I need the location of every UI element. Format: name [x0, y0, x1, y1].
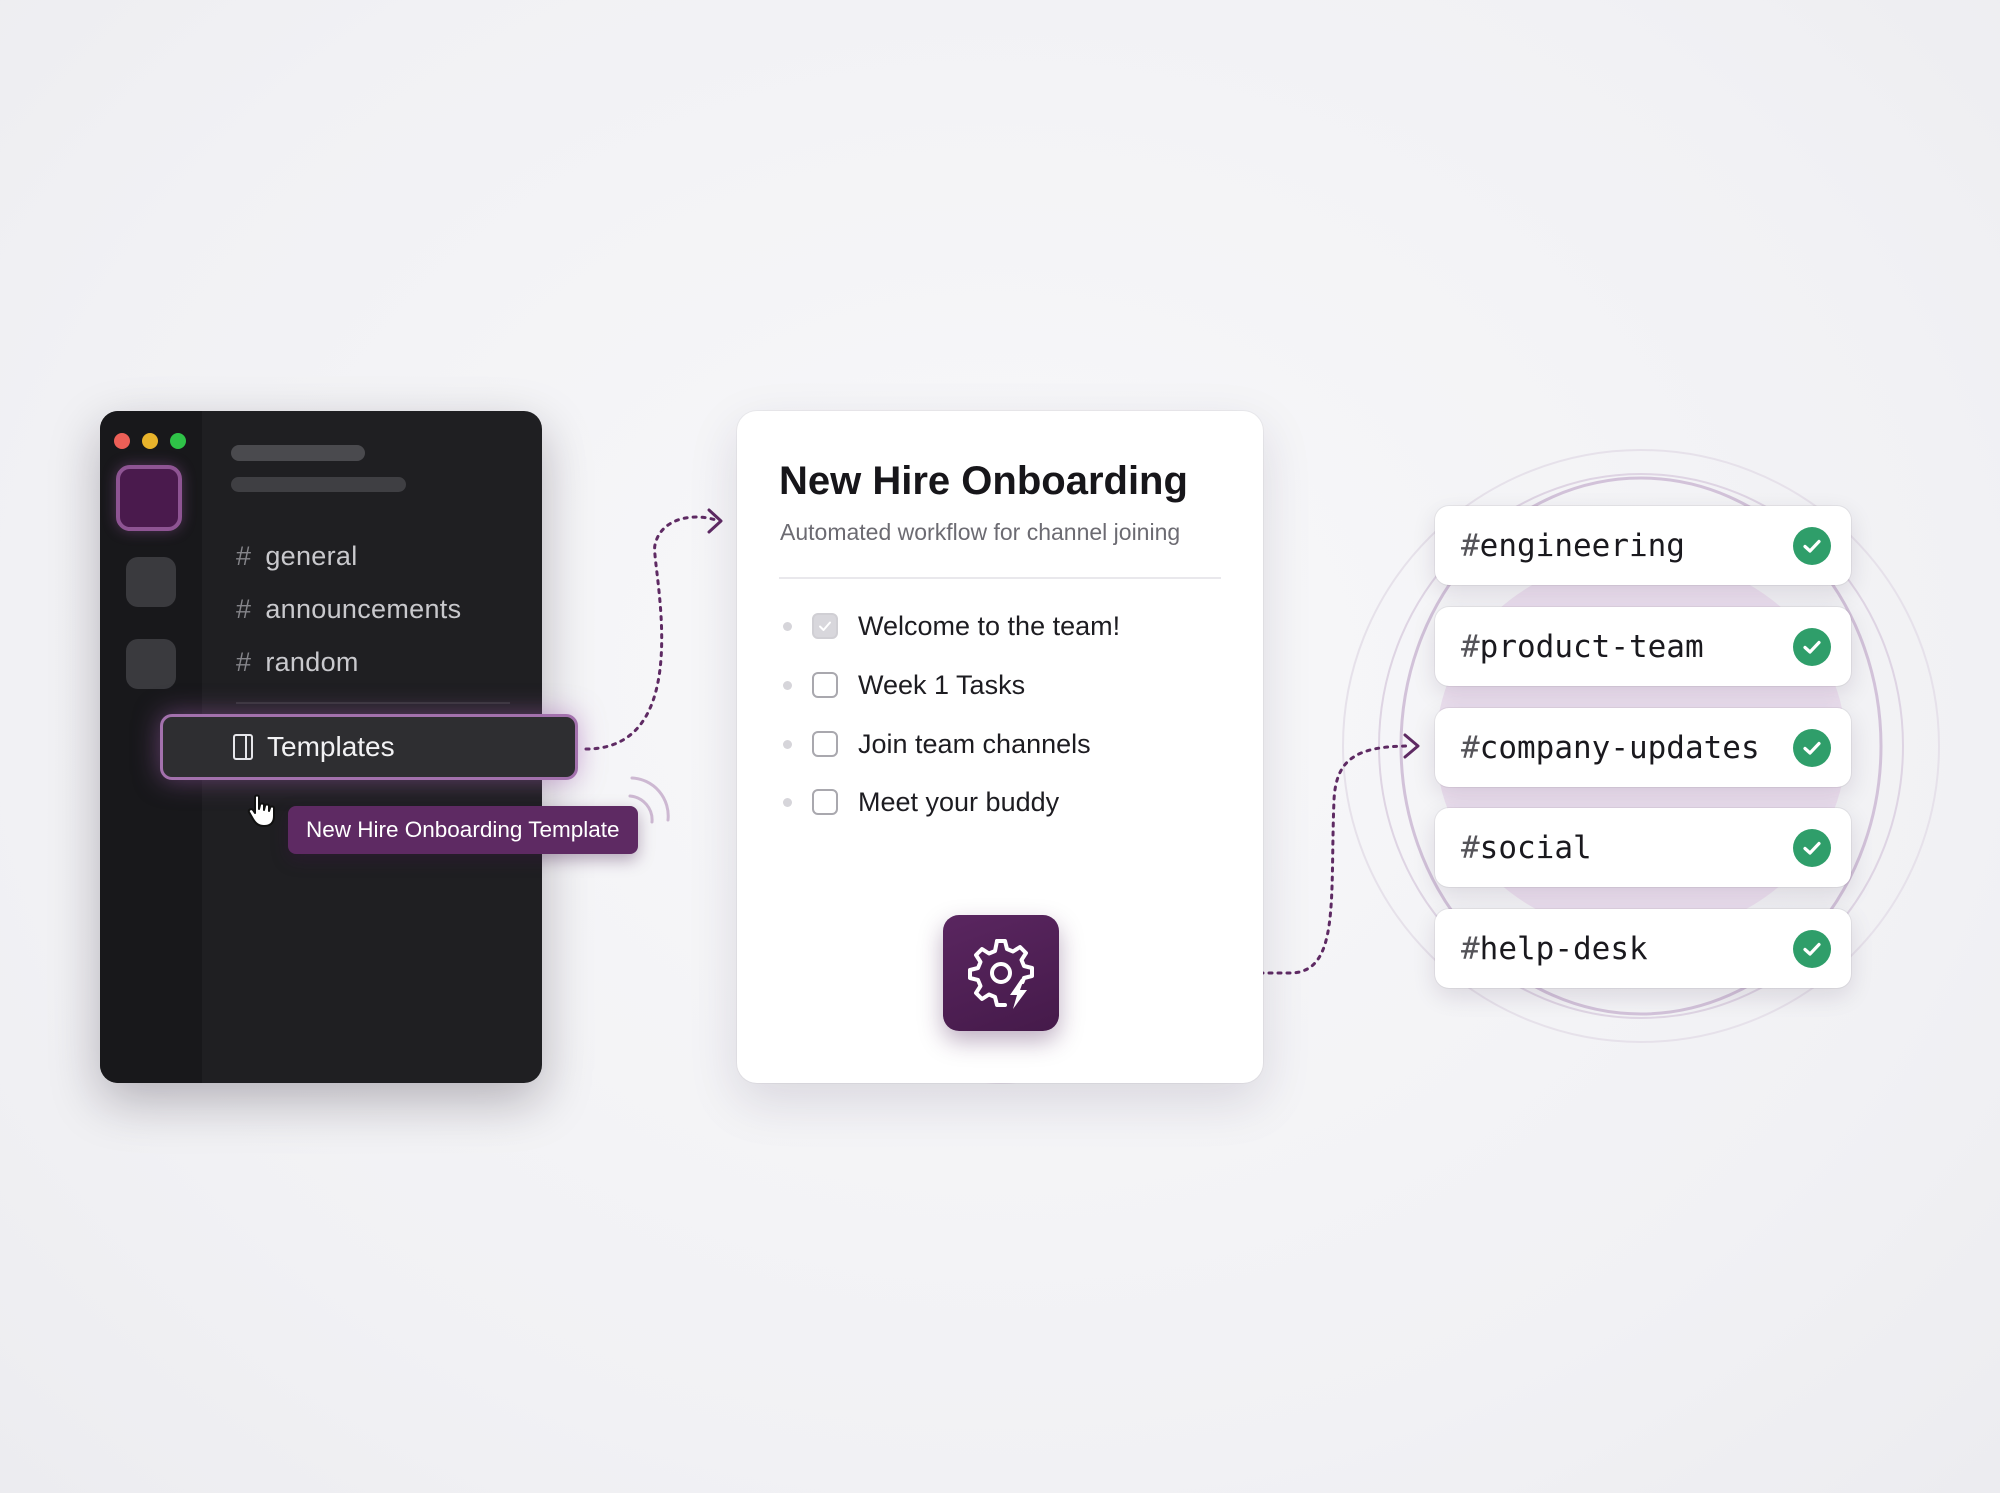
templates-button-label: Templates: [267, 731, 395, 762]
channel-card-company-updates[interactable]: #company-updates: [1435, 708, 1851, 787]
gear-lightning-icon: [968, 939, 1034, 1009]
channel-hash: #: [1461, 829, 1480, 866]
workspace-status-placeholder: [231, 477, 406, 492]
check-icon: [1793, 929, 1831, 968]
task-item: Join team channels: [783, 728, 1091, 760]
channel-card-product-team[interactable]: #product-team: [1435, 607, 1851, 686]
check-icon: [1793, 828, 1831, 867]
channel-hash: #: [236, 594, 252, 624]
hand-pointer-icon: [247, 794, 275, 827]
channel-label: company-updates: [1479, 729, 1760, 766]
workflow-subtitle: Automated workflow for channel joining: [780, 519, 1181, 545]
window-close-button[interactable]: [114, 433, 130, 449]
workspace-icon[interactable]: [126, 639, 176, 689]
channel-hash: #: [1461, 930, 1480, 967]
card-divider: [779, 577, 1221, 579]
templates-button[interactable]: Templates: [160, 714, 578, 780]
sidebar-divider: [236, 702, 510, 704]
task-bullet: [783, 621, 792, 631]
channel-hash: #: [1461, 729, 1480, 766]
channel-name: #engineering: [1461, 528, 1685, 564]
workspace-icon[interactable]: [126, 557, 176, 607]
task-label: Welcome to the team!: [858, 610, 1121, 641]
connector-gear-to-channels: [1060, 744, 1412, 975]
check-icon: [1793, 728, 1831, 767]
task-label: Week 1 Tasks: [858, 669, 1026, 700]
task-item: Welcome to the team!: [783, 610, 1120, 642]
channel-card-engineering[interactable]: #engineering: [1435, 506, 1851, 585]
task-item: Meet your buddy: [783, 786, 1059, 818]
template-panel-icon: [233, 734, 253, 760]
channel-hash: #: [236, 541, 252, 571]
channel-hash: #: [236, 647, 252, 677]
channel-name: #product-team: [1461, 629, 1704, 665]
task-bullet: [783, 680, 792, 690]
channel-hash: #: [1461, 628, 1480, 665]
automation-trigger-button[interactable]: [943, 915, 1059, 1031]
task-checkbox[interactable]: [812, 731, 838, 757]
task-checkbox[interactable]: [812, 672, 838, 698]
task-bullet: [783, 739, 792, 749]
channel-label: random: [265, 647, 359, 677]
workspace-name-placeholder: [231, 445, 365, 461]
check-icon: [1793, 526, 1831, 565]
task-label: Join team channels: [858, 728, 1091, 759]
workspace-icon-active[interactable]: [116, 465, 182, 531]
channel-name: #company-updates: [1461, 730, 1760, 766]
workflow-title: New Hire Onboarding: [779, 459, 1188, 503]
window-minimize-button[interactable]: [142, 433, 158, 449]
template-tooltip: New Hire Onboarding Template: [288, 806, 638, 854]
channel-label: general: [265, 541, 358, 571]
channel-hash: #: [1461, 527, 1480, 564]
channel-card-social[interactable]: #social: [1435, 808, 1851, 887]
channel-label: social: [1479, 829, 1592, 866]
connector-templates-to-card: [584, 515, 718, 751]
checkmark-icon: [819, 621, 831, 631]
task-checkbox[interactable]: [812, 789, 838, 815]
task-label: Meet your buddy: [858, 786, 1060, 817]
check-icon: [1793, 627, 1831, 666]
channel-label: help-desk: [1479, 930, 1648, 967]
channel-name: #help-desk: [1461, 931, 1648, 967]
task-bullet: [783, 797, 792, 807]
channel-label: product-team: [1479, 628, 1704, 665]
channel-card-help-desk[interactable]: #help-desk: [1435, 909, 1851, 988]
window-maximize-button[interactable]: [170, 433, 186, 449]
channel-item-random[interactable]: # random: [236, 647, 359, 678]
channel-label: announcements: [265, 594, 462, 624]
channel-item-general[interactable]: # general: [236, 541, 358, 572]
task-item: Week 1 Tasks: [783, 669, 1025, 701]
task-checkbox-checked[interactable]: [812, 613, 838, 639]
channel-name: #social: [1461, 830, 1592, 866]
channel-label: engineering: [1479, 527, 1685, 564]
channel-item-announcements[interactable]: # announcements: [236, 594, 461, 625]
